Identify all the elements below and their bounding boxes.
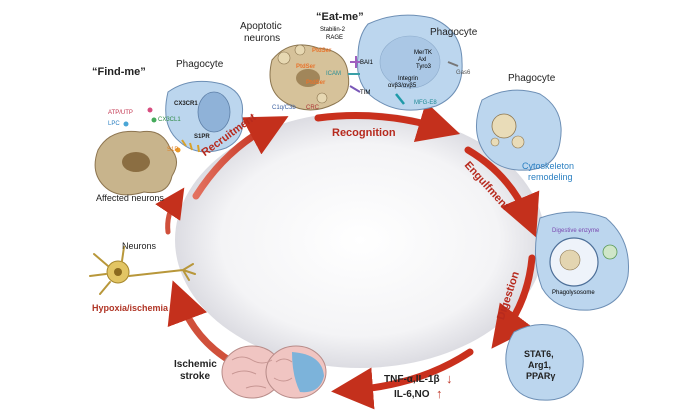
affected-neuron-nucleus — [122, 152, 150, 172]
c1q-label: C1q/C3b — [272, 105, 296, 111]
receptor-mfge8 — [395, 93, 405, 105]
axl-label: Axl — [418, 57, 427, 63]
cytokines-down-label: TNF-α,IL-1β — [384, 374, 440, 385]
arg1-label: Arg1, — [528, 360, 552, 370]
cx3cl1-label: CX3CL1 — [158, 117, 181, 123]
mertk-label: MerTK — [414, 50, 432, 56]
arrow-digestion — [491, 254, 536, 349]
atp-utp-label: ATP/UTP — [108, 110, 133, 116]
brain-folds — [231, 356, 293, 389]
integrin-label: Integrin — [398, 76, 419, 82]
phagocyte-1-label: Phagocyte — [176, 59, 224, 70]
tim-label: TIM — [360, 90, 371, 96]
healthy-neuron-dendrites — [89, 246, 196, 295]
ps-label-2: PtdSer — [296, 64, 316, 70]
receptor-bai1 — [350, 56, 360, 68]
cytoskeleton-line1: Cytoskeleton — [522, 161, 575, 171]
apoptotic-nucleus — [296, 69, 320, 87]
arrow-engulfment — [464, 146, 540, 238]
bai1-label: BAI1 — [360, 60, 374, 66]
s1p-glyph — [175, 147, 181, 153]
cx3cl1-glyph — [151, 117, 157, 123]
s1p-label: S1P — [167, 147, 179, 153]
phagolysosome-label: Phagolysosome — [552, 290, 595, 296]
atp-glyph — [147, 107, 153, 113]
engulfed-body-3 — [490, 137, 500, 147]
affected-neurons-label: Affected neurons — [96, 193, 164, 203]
center-ellipse — [175, 112, 545, 368]
find-me-label: “Find-me” — [92, 66, 146, 78]
integrin-sub-label: αvβ3/αvβ5 — [388, 83, 417, 89]
eat-me-label: “Eat-me” — [316, 11, 364, 23]
apoptotic-bleb-3 — [316, 92, 328, 104]
arrow-recognition — [314, 101, 461, 143]
apoptotic-bleb-1 — [277, 51, 291, 65]
cx3cr1-label: CX3CR1 — [174, 101, 198, 107]
up-arrow-icon: ↑ — [436, 386, 443, 401]
cytokines-up-label: IL-6,NO — [394, 389, 430, 400]
neurons-label: Neurons — [122, 241, 157, 251]
tyro3-label: Tyro3 — [416, 64, 432, 70]
arrow-recruitment — [192, 116, 289, 200]
stroke-label: stroke — [180, 371, 211, 382]
ischemic-label: Ischemic — [174, 359, 217, 370]
lpc-label: LPC — [108, 121, 120, 127]
healthy-neuron-nucleus — [114, 268, 122, 276]
mfge8-label: MFG-E8 — [414, 100, 437, 106]
crc-label: CRC — [306, 105, 319, 111]
arrow-hypoxia-to-affected — [155, 187, 185, 235]
ppar-label: PPARγ — [526, 371, 556, 381]
phagolysosome-content — [559, 249, 581, 271]
ps-label-3: PtdSer — [306, 80, 326, 86]
apoptotic-bleb-2 — [294, 44, 306, 56]
receptor-gas6 — [447, 61, 459, 67]
s1pr-receptors — [181, 139, 200, 153]
phagocyte-3-cell — [476, 89, 562, 171]
arrow-stroke-to-hypoxia — [167, 280, 236, 366]
apoptotic-neurons-line2: neurons — [244, 33, 281, 44]
icam-label: ICAM — [326, 71, 341, 77]
phagocyte-5-cell — [505, 324, 584, 401]
phagocyte-2-label: Phagocyte — [430, 27, 478, 38]
engulfed-body-1 — [491, 113, 517, 139]
down-arrow-icon: ↓ — [446, 371, 453, 386]
hypoxia-label: Hypoxia/ischemia — [92, 303, 169, 313]
stabilin-label: Stabilin-2 — [320, 27, 346, 33]
digestive-enzyme-label: Digestive enzyme — [552, 228, 600, 234]
arrow-bottom — [331, 348, 474, 410]
phagocyte-1-nucleus — [197, 91, 231, 133]
receptor-tim — [349, 85, 361, 93]
phagocyte-3-label: Phagocyte — [508, 73, 556, 84]
phagocyte-2-nucleus — [379, 35, 441, 89]
recognition-label: Recognition — [332, 127, 396, 139]
s1pr-label: S1PR — [194, 134, 210, 140]
lpc-glyph — [123, 121, 129, 127]
rage-label: RAGE — [326, 35, 344, 41]
ischemic-area — [292, 352, 324, 393]
gas6-label: Gas6 — [456, 70, 471, 76]
cytoskeleton-line2: remodeling — [528, 172, 573, 182]
stat6-label: STAT6, — [524, 349, 554, 359]
lysosome-small — [602, 244, 618, 260]
ps-label-1: PtdSer — [312, 48, 332, 54]
apoptotic-neurons-line1: Apoptotic — [240, 21, 282, 32]
engulfed-body-2 — [511, 135, 525, 149]
